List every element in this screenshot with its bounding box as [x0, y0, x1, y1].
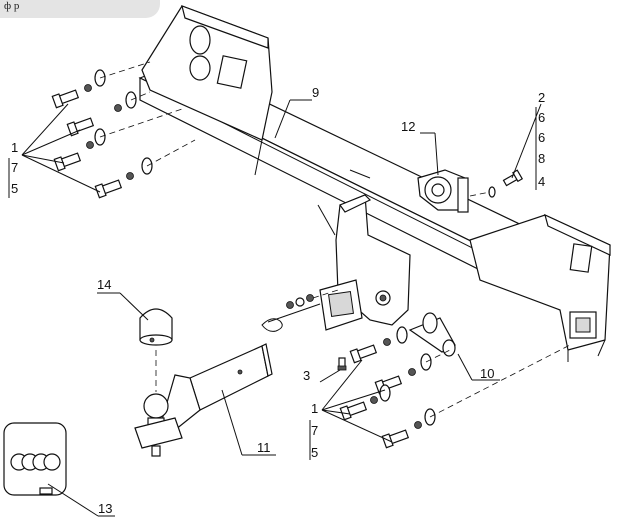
- label-2: 2: [538, 90, 545, 105]
- label-14: 14: [97, 277, 111, 292]
- label-7-left: 7: [11, 160, 18, 175]
- bolt-group-right: [319, 326, 571, 449]
- label-3: 3: [303, 368, 310, 383]
- crossbar-part-9: [138, 5, 611, 362]
- label-1-left: 1: [11, 140, 18, 155]
- label-8: 8: [538, 151, 545, 166]
- leader-9b: [274, 99, 291, 139]
- label-5-left: 5: [11, 181, 18, 196]
- ball-mount-part-11: [134, 343, 276, 457]
- label-5-right: 5: [311, 445, 318, 460]
- header-tab: ф р: [0, 0, 160, 18]
- label-6-first: 6: [538, 110, 545, 125]
- header-tab-text: ф р: [4, 0, 20, 12]
- socket-bracket-part-12: [417, 103, 542, 213]
- pin-and-clip: [261, 289, 456, 357]
- label-13: 13: [98, 501, 112, 516]
- label-11: 11: [257, 440, 271, 455]
- bolt-group-left: [21, 61, 196, 199]
- label-7-right: 7: [311, 423, 318, 438]
- label-12: 12: [401, 119, 415, 134]
- ball-cover-part-14: [97, 292, 173, 392]
- label-1-right: 1: [311, 401, 318, 416]
- label-6-second: 6: [538, 130, 545, 145]
- label-9: 9: [312, 85, 319, 100]
- badge-cover-part-13: [3, 422, 115, 517]
- label-10: 10: [480, 366, 494, 381]
- label-4: 4: [538, 174, 545, 189]
